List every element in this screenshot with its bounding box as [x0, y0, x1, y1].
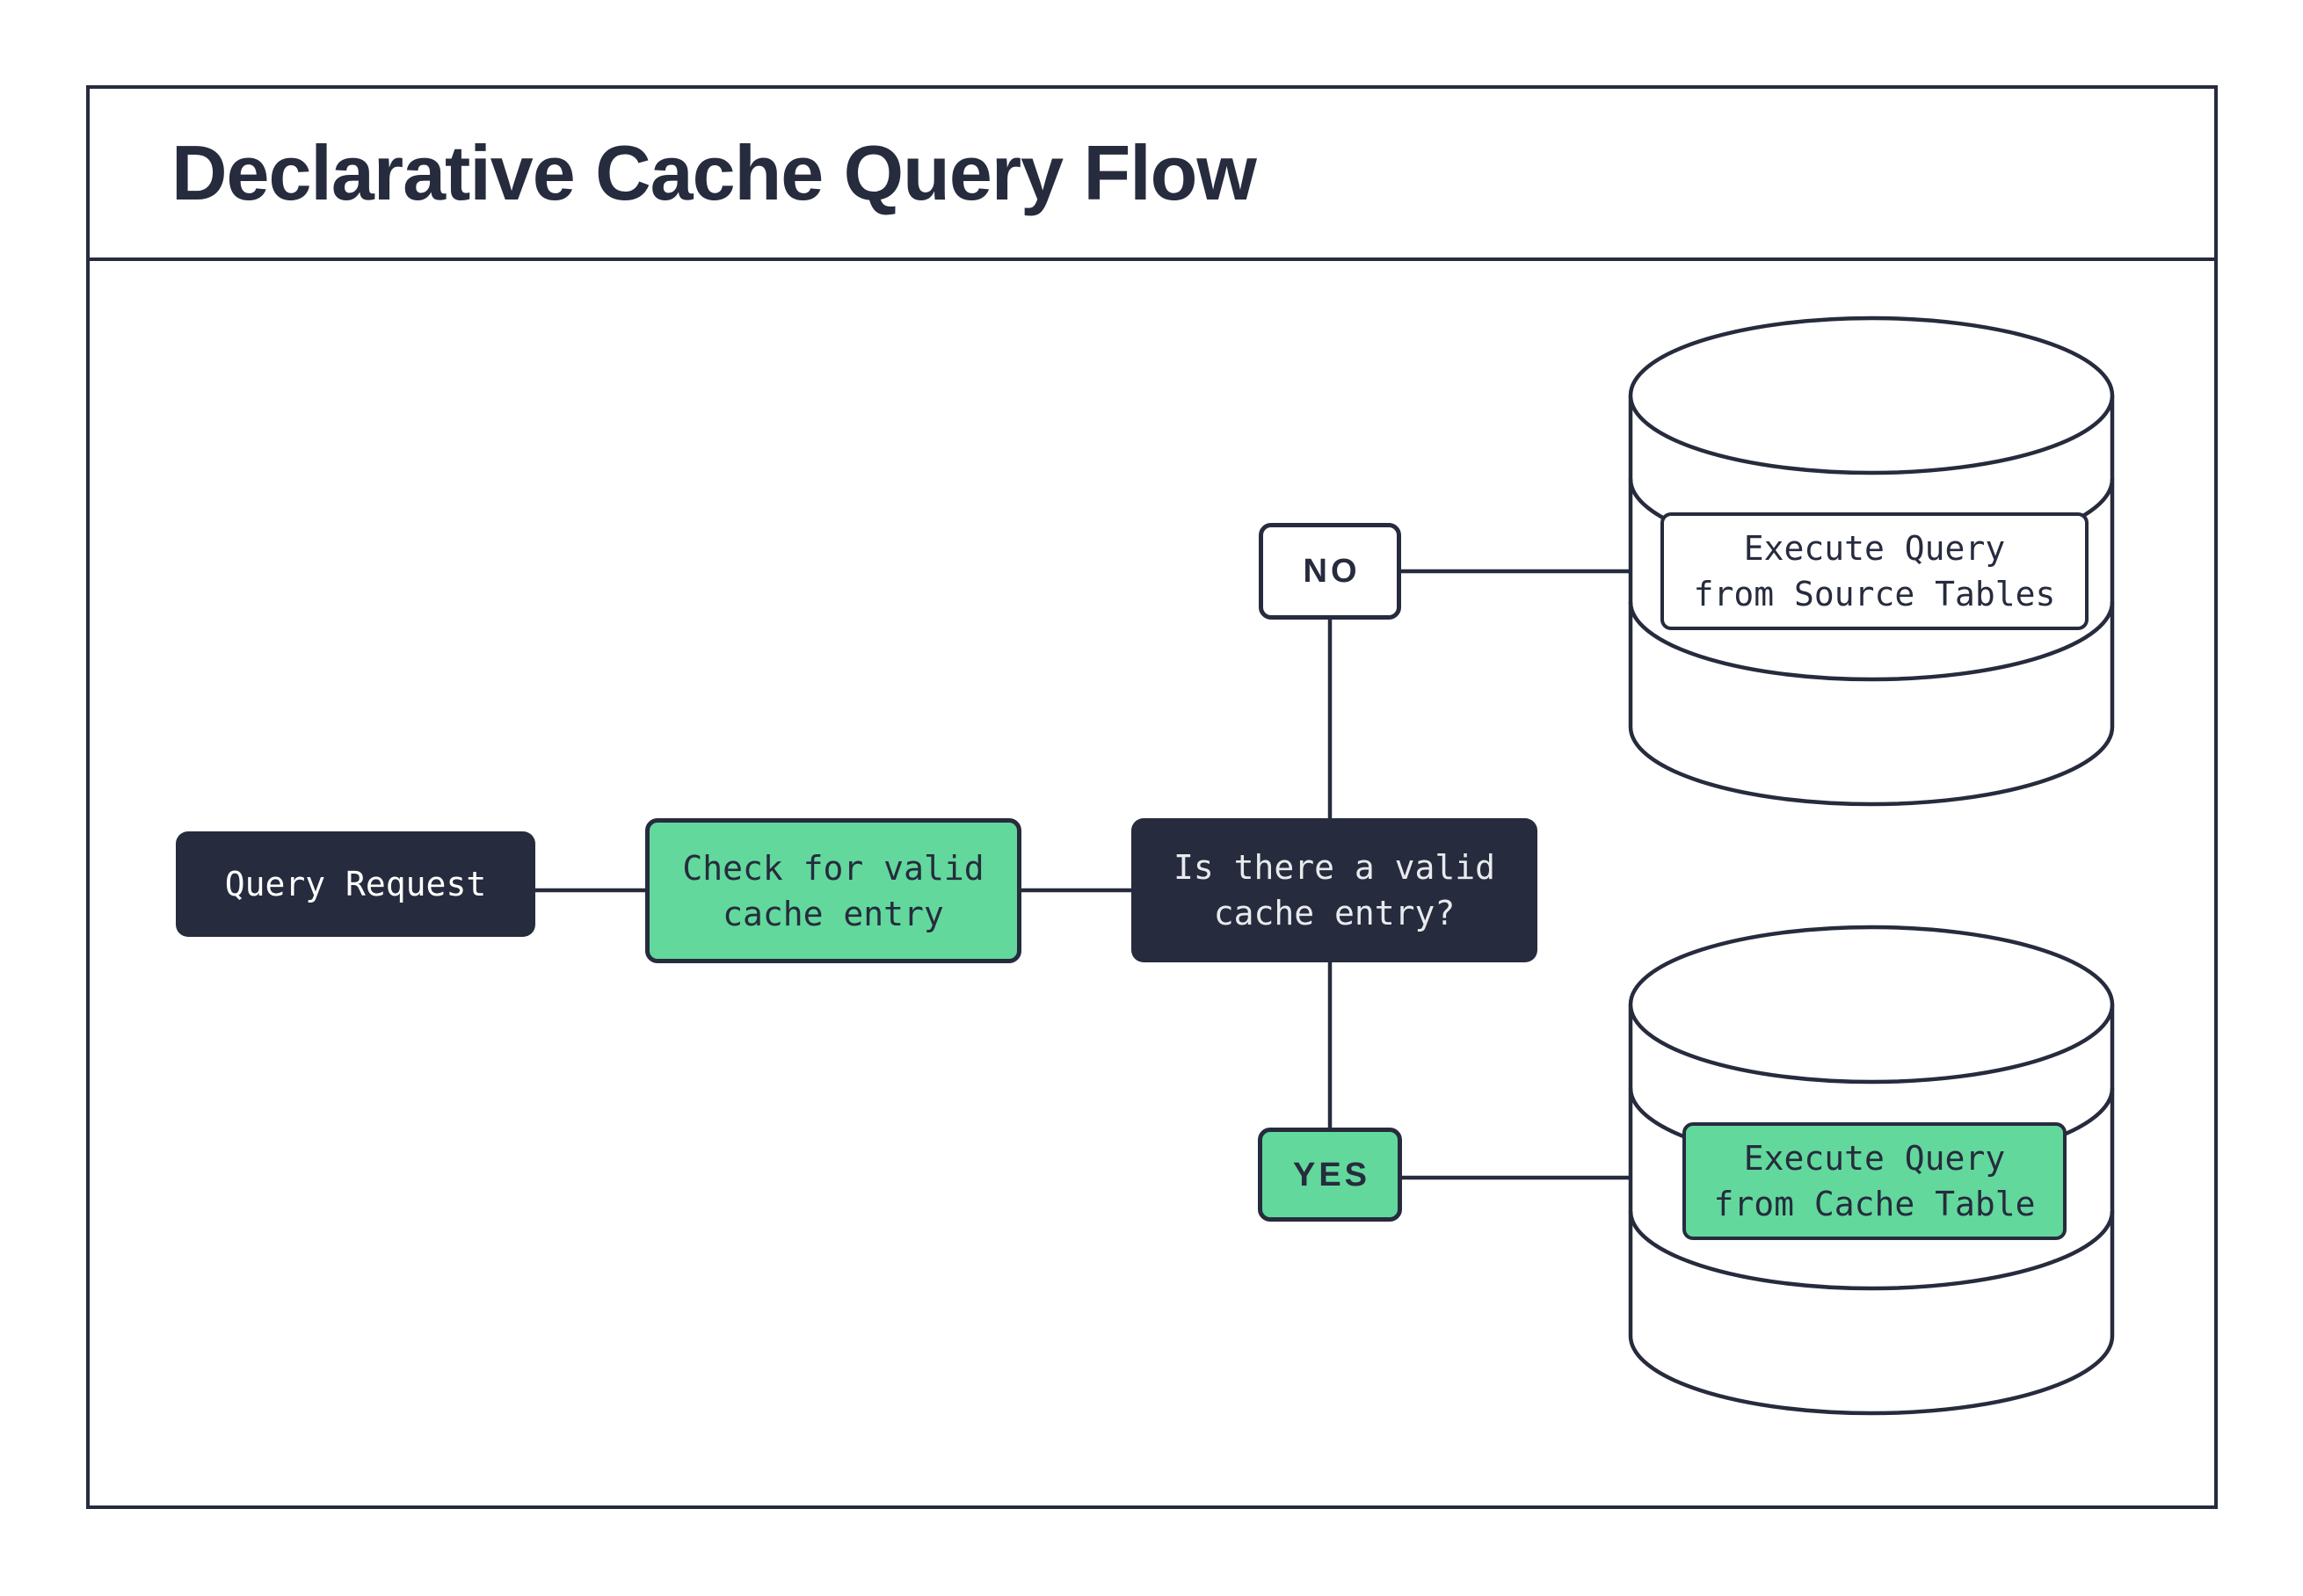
node-decision: Is there a valid cache entry? — [1131, 818, 1537, 962]
node-check-cache: Check for valid cache entry — [645, 818, 1021, 963]
source-db-label: Execute Query from Source Tables — [1660, 512, 2089, 630]
cache-db-label-line1: Execute Query — [1743, 1139, 2006, 1178]
diagram-header: Declarative Cache Query Flow — [90, 89, 2214, 261]
yes-label: YES — [1292, 1156, 1371, 1193]
source-db-label-line2: from Source Tables — [1693, 575, 2056, 613]
diagram-frame: Declarative Cache Query Flow — [86, 85, 2218, 1509]
source-db-label-line1: Execute Query — [1743, 529, 2006, 568]
node-yes: YES — [1258, 1128, 1402, 1222]
no-label: NO — [1303, 553, 1361, 590]
cache-db-label: Execute Query from Cache Table — [1682, 1122, 2067, 1240]
query-request-label: Query Request — [224, 865, 487, 903]
decision-label-line1: Is there a valid — [1173, 848, 1496, 887]
node-no: NO — [1259, 523, 1401, 620]
check-cache-label-line1: Check for valid — [682, 848, 984, 888]
check-cache-label-line2: cache entry — [723, 894, 944, 933]
decision-label-line2: cache entry? — [1213, 894, 1456, 932]
node-query-request: Query Request — [176, 831, 535, 937]
cache-db-label-line2: from Cache Table — [1713, 1185, 2036, 1223]
page-title: Declarative Cache Query Flow — [171, 129, 1257, 216]
